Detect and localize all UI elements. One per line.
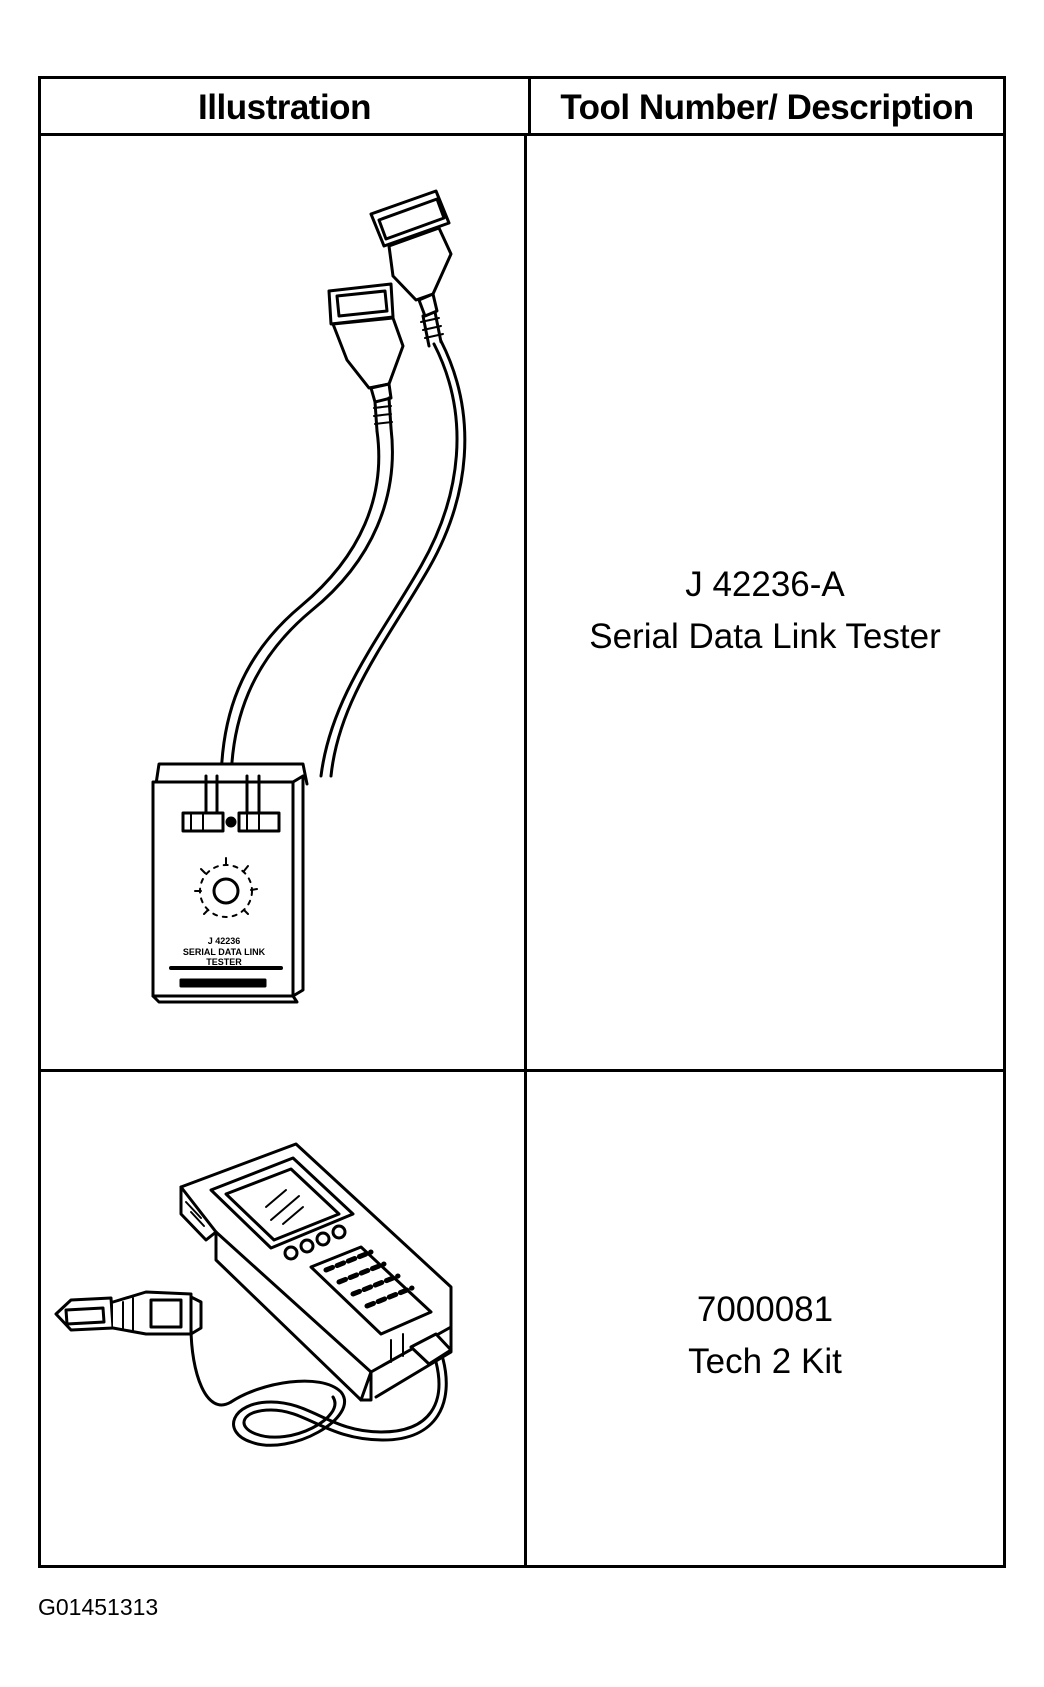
- figure-id: G01451313: [38, 1594, 159, 1620]
- device-label-line: TESTER: [206, 957, 242, 967]
- special-tools-table: Illustration Tool Number/ Description: [38, 76, 1006, 1568]
- serial-data-link-tester-icon: J 42236 SERIAL DATA LINK TESTER: [41, 136, 524, 1069]
- tool-description: Serial Data Link Tester: [589, 617, 941, 656]
- tool-description-cell: J 42236-A Serial Data Link Tester: [527, 559, 1003, 663]
- tech-2-scan-tool-icon: [41, 1072, 524, 1565]
- tool-number: J 42236-A: [685, 565, 845, 604]
- device-label-line: SERIAL DATA LINK: [183, 947, 266, 957]
- header-illustration: Illustration: [198, 87, 371, 127]
- tool-description: Tech 2 Kit: [688, 1342, 842, 1381]
- column-divider: [524, 136, 527, 1565]
- device-label-line: J 42236: [208, 936, 241, 946]
- tool-description-cell: 7000081 Tech 2 Kit: [527, 1284, 1003, 1388]
- row-divider: [41, 1069, 1003, 1072]
- tool-number: 7000081: [696, 1290, 834, 1329]
- column-divider: [528, 79, 531, 136]
- header-divider: [41, 133, 1003, 136]
- header-tool-number-description: Tool Number/ Description: [560, 87, 974, 127]
